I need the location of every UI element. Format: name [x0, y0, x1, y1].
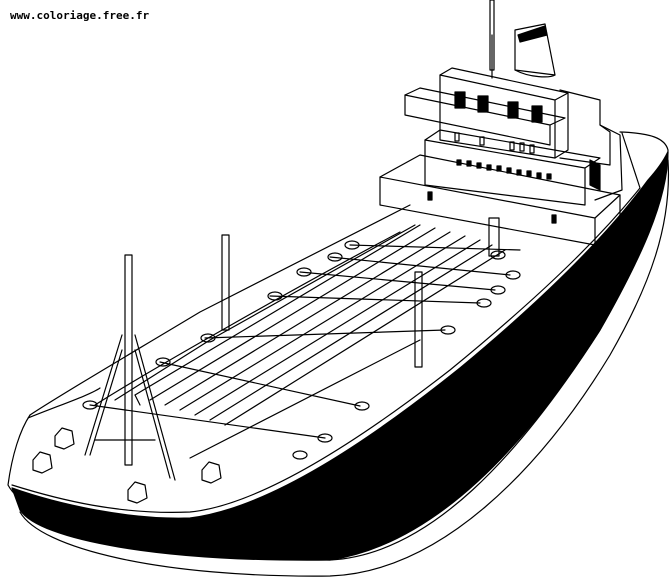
hull-black-band: [11, 151, 669, 561]
portholes: [456, 159, 552, 180]
deck-pipes: [89, 224, 521, 459]
site-watermark: www.coloriage.free.fr: [10, 9, 150, 22]
hull: [7, 131, 670, 577]
masts: [84, 217, 500, 481]
bow-bollards: [32, 427, 222, 504]
superstructure: [379, 0, 623, 246]
deck-valves: [82, 240, 521, 460]
